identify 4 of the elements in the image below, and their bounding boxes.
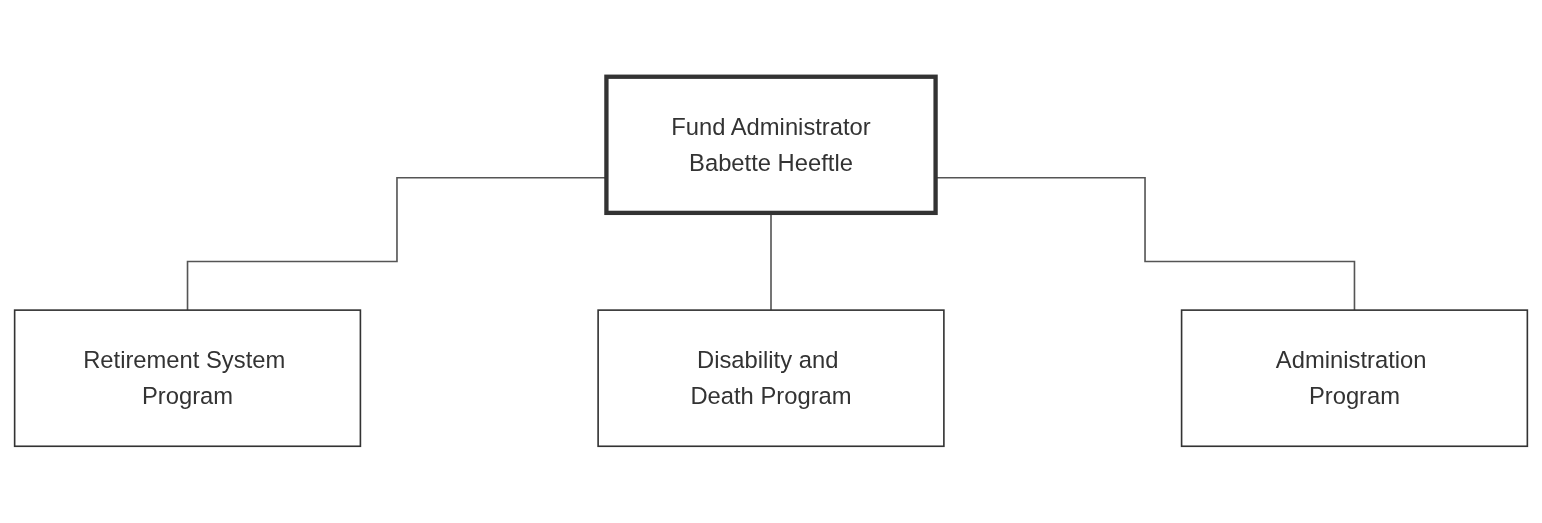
node-box: Administration Program: [1180, 309, 1529, 448]
node-box: Retirement System Program: [13, 309, 362, 448]
node-box: Fund Administrator Babette Heeftle: [604, 74, 938, 216]
node-box: Disability and Death Program: [597, 309, 945, 448]
